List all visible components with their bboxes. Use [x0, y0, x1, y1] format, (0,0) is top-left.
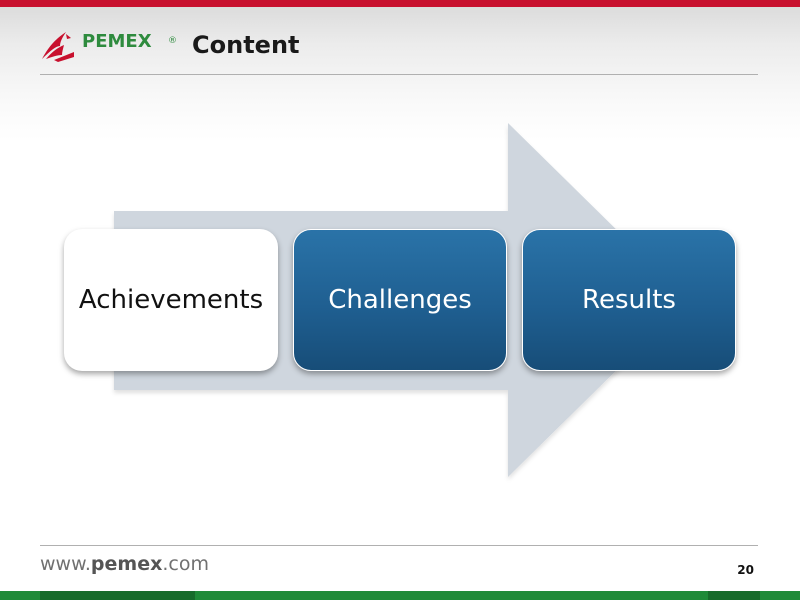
step-box-results: Results [522, 229, 736, 371]
bottom-bar-segment [708, 591, 760, 600]
pemex-logo: PEMEX ® [40, 26, 190, 66]
footer-divider [40, 545, 758, 546]
step-box-challenges: Challenges [293, 229, 507, 371]
footer-url[interactable]: www.pemex.com [40, 553, 209, 575]
bottom-bar-segment [40, 591, 195, 600]
slide-title: Content [192, 31, 300, 59]
url-brand: pemex [90, 553, 163, 575]
logo-wordmark: PEMEX [82, 31, 152, 52]
page-number: 20 [737, 563, 754, 577]
top-accent-bar [0, 0, 800, 7]
step-box-achievements: Achievements [64, 229, 278, 371]
pemex-eagle-icon [42, 32, 74, 62]
step-label-achievements: Achievements [78, 285, 264, 315]
url-prefix: www. [40, 553, 91, 575]
url-suffix: .com [162, 553, 209, 575]
step-label-challenges: Challenges [328, 285, 472, 315]
header-divider [40, 74, 758, 75]
registered-mark: ® [168, 36, 177, 46]
bottom-accent-bar [0, 591, 800, 600]
step-label-results: Results [582, 285, 676, 315]
